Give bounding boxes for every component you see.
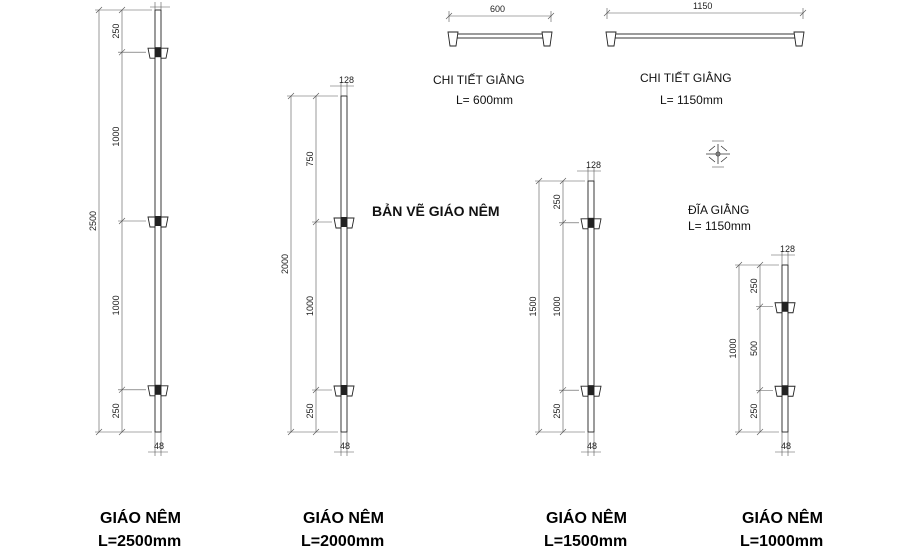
pole-segment-dimension: 1000 [111, 127, 121, 147]
pole-segment-dimension: 250 [305, 403, 315, 418]
pole-tube [781, 264, 789, 433]
rosette-disc-length: L= 1150mm [688, 219, 751, 233]
pole-1500-length: L=1500mm [544, 533, 627, 550]
pole-bottom-width: 48 [781, 441, 791, 451]
cup-node-icon [580, 385, 602, 397]
rosette-disc-icon [706, 140, 730, 168]
cup-node-icon [333, 217, 355, 229]
pole-total-dimension: 1000 [728, 338, 738, 358]
pole-tube [340, 95, 348, 433]
pole-total-dimension: 1500 [528, 296, 538, 316]
pole-1500: 1500 250 1000 250 128 48 [528, 160, 602, 456]
pole-2500: 2500 250 1000 1000 250 48 [88, 2, 170, 456]
ledger-600-detail: 600 CHI TIẾT GIẰNG L= 600mm [433, 4, 555, 107]
ledger-1150-detail: 1150 CHI TIẾT GIẰNG L= 1150mm [603, 1, 807, 107]
pole-segment-dimension: 250 [111, 403, 121, 418]
pole-2500-length: L=2500mm [98, 533, 181, 550]
ledger-600-length: L= 600mm [456, 93, 513, 107]
pole-2500-name: GIÁO NÊM [100, 508, 181, 527]
pole-segment-dimension: 500 [749, 341, 759, 356]
pole-segment-dimension: 750 [305, 151, 315, 166]
pole-2000-name: GIÁO NÊM [303, 508, 384, 527]
pole-total-dimension: 2500 [88, 211, 98, 231]
cup-node-icon [774, 385, 796, 397]
ledger-1150-caption: CHI TIẾT GIẰNG [640, 70, 732, 85]
pole-total-dimension: 2000 [280, 254, 290, 274]
ledger-1150-dimension: 1150 [693, 1, 712, 11]
pole-1000-name: GIÁO NÊM [742, 508, 823, 527]
pole-segment-dimension: 1000 [305, 296, 315, 316]
pole-top-width: 128 [339, 75, 354, 85]
pole-segment-dimension: 250 [111, 24, 121, 39]
pole-tube [587, 180, 595, 433]
pole-bottom-width: 48 [154, 441, 164, 451]
pole-segment-dimension: 250 [552, 194, 562, 209]
pole-segment-dimension: 1000 [552, 296, 562, 316]
pole-segment-dimension: 1000 [111, 295, 121, 315]
rosette-disc-detail: ĐĨA GIẰNG L= 1150mm [688, 140, 751, 233]
cup-node-icon [333, 385, 355, 397]
pole-1500-name: GIÁO NÊM [546, 508, 627, 527]
pole-bottom-width: 48 [340, 441, 350, 451]
pole-1000-length: L=1000mm [740, 533, 823, 550]
pole-segment-dimension: 250 [552, 404, 562, 419]
pole-2000: 2000 750 1000 250 128 48 [280, 75, 355, 456]
standard-poles: 2500250100010002504820007501000250128481… [88, 2, 796, 456]
cup-node-icon [147, 47, 169, 59]
cup-node-icon [147, 216, 169, 228]
pole-segment-dimension: 250 [749, 404, 759, 419]
ledger-600-dimension: 600 [490, 4, 505, 14]
ledger-600-caption: CHI TIẾT GIẰNG [433, 72, 525, 87]
pole-top-width: 128 [780, 244, 795, 254]
rosette-disc-caption: ĐĨA GIẰNG [688, 202, 749, 217]
drawing-title: BẢN VẼ GIÁO NÊM [372, 202, 500, 219]
pole-bottom-width: 48 [587, 441, 597, 451]
pole-top-width: 128 [586, 160, 601, 170]
cup-node-icon [580, 217, 602, 230]
pole-1000: 1000 250 500 250 128 48 [728, 244, 796, 456]
pole-2000-length: L=2000mm [301, 533, 384, 550]
cup-node-icon [147, 384, 169, 397]
ledger-1150-length: L= 1150mm [660, 93, 723, 107]
pole-segment-dimension: 250 [749, 278, 759, 293]
cup-node-icon [774, 301, 796, 314]
